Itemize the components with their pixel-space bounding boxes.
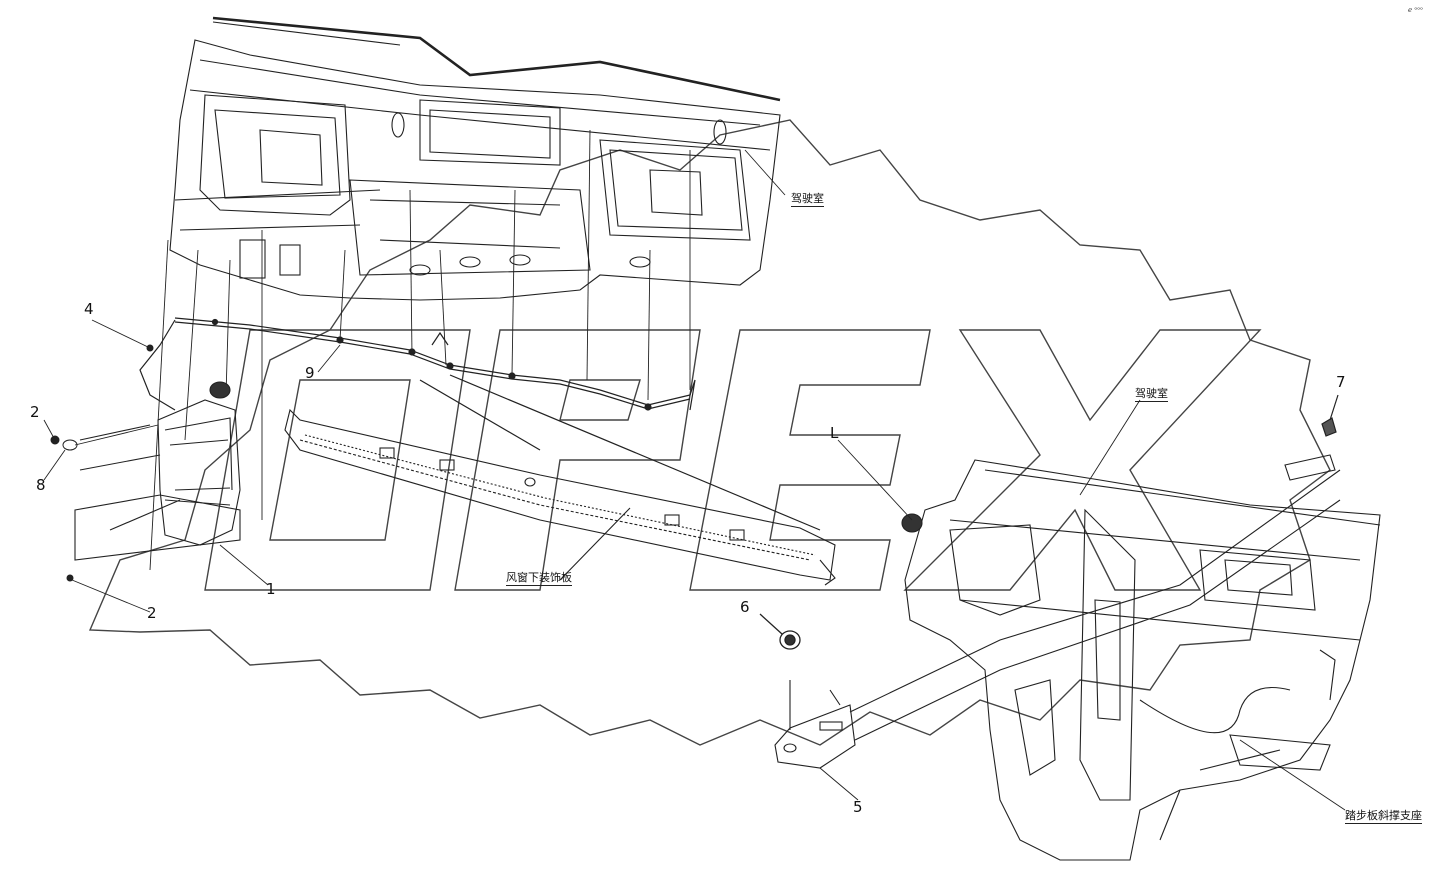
callout-2-lower: 2 bbox=[147, 604, 157, 622]
clip-7 bbox=[1321, 394, 1339, 437]
callout-5: 5 bbox=[853, 798, 863, 816]
watermark-letter-o bbox=[204, 329, 471, 591]
cab-side-structure bbox=[901, 459, 1381, 861]
watermark-logo bbox=[88, 119, 1331, 746]
label-footrest-support: 踏步板斜撑支座 bbox=[1345, 809, 1422, 824]
washer-reservoir bbox=[74, 381, 241, 561]
callout-4: 4 bbox=[84, 300, 94, 318]
washer-8 bbox=[62, 439, 78, 451]
right-leader-lines bbox=[744, 149, 1346, 811]
callout-6: 6 bbox=[740, 598, 750, 616]
small-fasteners bbox=[50, 344, 154, 582]
callout-8: 8 bbox=[36, 476, 46, 494]
callout-leader-lines bbox=[43, 319, 341, 613]
footrest-bracket bbox=[774, 454, 1341, 769]
windshield-lower-trim bbox=[284, 408, 836, 586]
watermark-letter-p bbox=[454, 329, 701, 591]
washer-hose bbox=[139, 317, 821, 531]
label-cab-top: 驾驶室 bbox=[791, 192, 824, 207]
bolt-2b bbox=[66, 574, 74, 582]
cab-front-panel bbox=[169, 16, 781, 301]
grommet-6 bbox=[759, 613, 801, 650]
label-windshield-trim: 风窗下装饰板 bbox=[506, 571, 572, 586]
watermark-letter-x bbox=[903, 329, 1262, 591]
corner-mark: ℯ ᵒᵒᵒ bbox=[1408, 6, 1424, 14]
callout-1: 1 bbox=[266, 580, 276, 598]
callout-l: L bbox=[830, 424, 839, 442]
callout-9: 9 bbox=[305, 364, 315, 382]
leader-lines-vertical bbox=[149, 129, 691, 571]
label-cab-right: 驾驶室 bbox=[1135, 387, 1168, 402]
callout-2-upper: 2 bbox=[30, 403, 40, 421]
watermark-letter-e bbox=[689, 329, 931, 591]
watermark-gear bbox=[88, 119, 1331, 746]
callout-7: 7 bbox=[1336, 373, 1346, 391]
